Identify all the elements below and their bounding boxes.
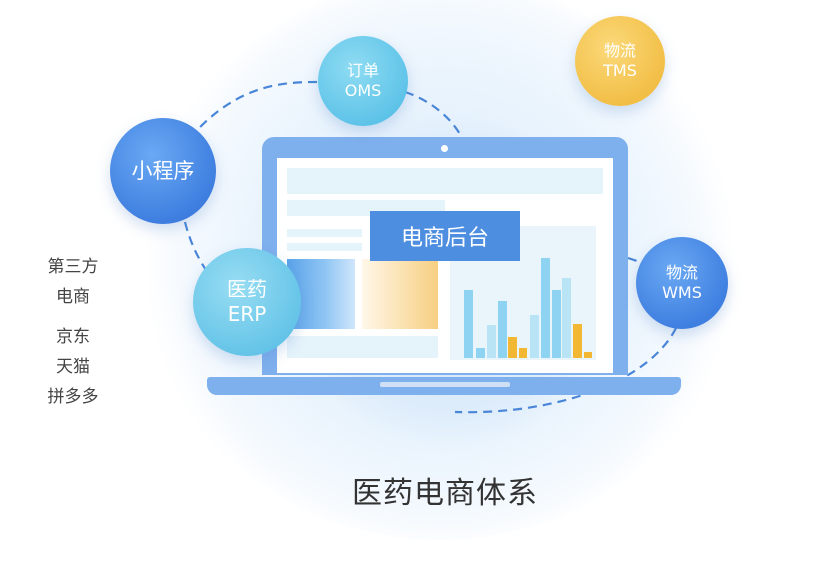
node-logistics-wms: 物流 WMS [636, 237, 728, 329]
node-order-oms: 订单 OMS [318, 36, 408, 126]
node-label: 小程序 [131, 158, 195, 183]
bar [541, 258, 550, 358]
node-logistics-tms: 物流 TMS [575, 16, 665, 106]
connector-wms-base [454, 327, 677, 414]
connector-mini-oms [189, 80, 326, 139]
screen-yellow-panel [362, 259, 438, 329]
bar [498, 301, 507, 358]
connector-laptop-wms [627, 256, 641, 264]
bar [573, 324, 582, 358]
connector-mini-erp [183, 221, 207, 271]
bar [476, 348, 485, 358]
screen-row-3 [287, 243, 362, 251]
screen-header-bar [287, 168, 603, 194]
bar [487, 325, 496, 358]
node-label: 订单 [346, 61, 379, 80]
channel-text: 京东 [56, 327, 90, 347]
backend-label-text: 电商后台 [400, 226, 489, 251]
bar [562, 278, 571, 358]
bar [584, 352, 592, 358]
node-sublabel: OMS [344, 81, 382, 100]
node-sublabel: TMS [603, 61, 637, 80]
node-mini-program: 小程序 [110, 118, 216, 224]
channel-text: 电商 [56, 287, 90, 307]
diagram-caption: 医药电商体系 [352, 476, 538, 511]
bar [464, 290, 473, 358]
node-sublabel: WMS [662, 283, 702, 302]
bar [552, 290, 561, 358]
screen-row-2 [287, 229, 362, 237]
left-channels: 第三方 电商 京东 天猫 拼多多 [28, 252, 118, 412]
laptop-notch [380, 382, 510, 387]
bar [508, 337, 517, 358]
node-label: 物流 [603, 41, 636, 60]
backend-label: 电商后台 [370, 211, 520, 261]
camera-icon [441, 145, 448, 152]
channel-text: 拼多多 [47, 387, 99, 407]
bar [519, 348, 527, 358]
node-pharma-erp: 医药 ERP [193, 248, 301, 356]
screen-footer-panel [287, 336, 438, 358]
node-label: 物流 [665, 263, 698, 282]
node-sublabel: ERP [227, 302, 267, 326]
bar [530, 315, 539, 358]
node-label: 医药 [227, 277, 267, 301]
connector-oms-screen [404, 90, 463, 139]
channel-text: 第三方 [47, 257, 99, 277]
channel-text: 天猫 [56, 357, 90, 377]
channel-gap [28, 312, 118, 322]
